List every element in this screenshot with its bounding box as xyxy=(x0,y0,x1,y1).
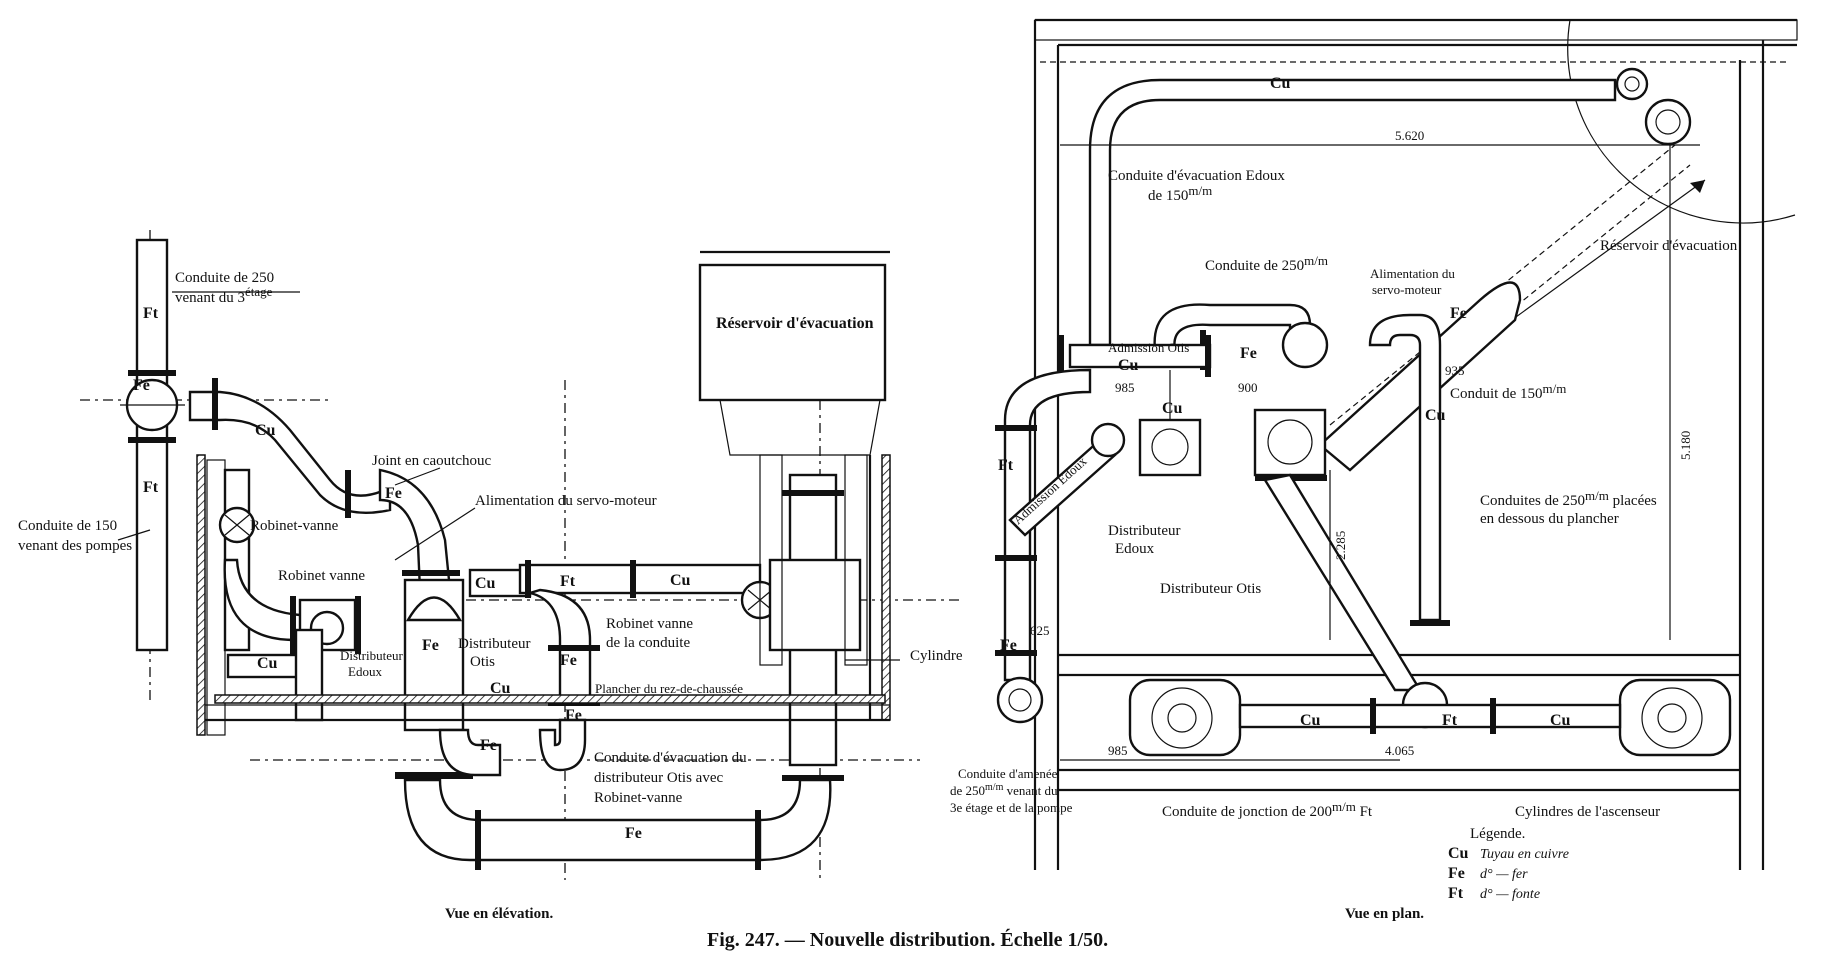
plan-material-cu-3: Cu xyxy=(1162,400,1183,417)
plan-legend: Légende. Cu Tuyau en cuivre Fe d° — fer … xyxy=(1448,826,1569,902)
material-cu-2: Cu xyxy=(475,575,496,592)
label-distributeur-otis-2: Otis xyxy=(470,654,495,670)
plan-label-evac-edoux-2: de 150m/m xyxy=(1148,183,1212,204)
plan-label-conduites-placees-1: Conduites de 250m/m placées xyxy=(1480,488,1657,509)
plan-label-alim-2: servo-moteur xyxy=(1372,282,1442,297)
label-evac-2: distributeur Otis avec xyxy=(594,770,723,786)
plan-material-ft-1: Ft xyxy=(998,457,1014,474)
material-cu-5: Cu xyxy=(490,680,511,697)
plan-view: Conduite d'évacuation Edoux de 150m/m Ré… xyxy=(950,18,1798,922)
legend-title: Légende. xyxy=(1470,826,1525,842)
label-evac-1: Conduite d'évacuation du xyxy=(594,750,747,766)
material-fe-7: Fe xyxy=(422,637,439,654)
plan-label-jonction: Conduite de jonction de 200m/m Ft xyxy=(1162,799,1373,820)
plan-label-evac-edoux-1: Conduite d'évacuation Edoux xyxy=(1108,168,1285,184)
label-robinet-conduite-2: de la conduite xyxy=(606,635,690,651)
plan-label-admission-otis: Admission Otis xyxy=(1108,340,1189,355)
label-alimentation: Alimentation du servo-moteur xyxy=(475,493,657,509)
figure-caption: Fig. 247. — Nouvelle distribution. Échel… xyxy=(707,928,1108,951)
reservoir-evacuation xyxy=(698,263,887,402)
plan-material-cu-6: Cu xyxy=(1550,712,1571,729)
label-robinet-vanne-2: Robinet vanne xyxy=(278,568,365,584)
plan-dim-625: 625 xyxy=(1030,623,1050,638)
legend-desc-cu: Tuyau en cuivre xyxy=(1480,847,1569,862)
label-reservoir: Réservoir d'évacuation xyxy=(716,315,874,332)
material-cu-4: Cu xyxy=(257,655,278,672)
legend-code-cu: Cu xyxy=(1448,845,1469,862)
plan-dim-2285: 2.285 xyxy=(1333,531,1348,560)
plan-label-reservoir: Réservoir d'évacuation xyxy=(1600,238,1738,254)
legend-desc-ft: d° — fonte xyxy=(1480,887,1540,902)
plan-distributeur-edoux xyxy=(1138,418,1202,477)
legend-code-fe: Fe xyxy=(1448,865,1465,882)
legend-desc-fe: d° — fer xyxy=(1480,867,1528,882)
material-ft-1: Ft xyxy=(143,305,159,322)
material-fe-1: Fe xyxy=(133,377,150,394)
plan-material-fe-3: Fe xyxy=(1000,637,1017,654)
plan-material-cu-5: Cu xyxy=(1300,712,1321,729)
plan-dim-4065: 4.065 xyxy=(1385,743,1414,758)
material-fe-5: Fe xyxy=(480,737,497,754)
label-robinet-vanne-1: Robinet-vanne xyxy=(250,518,339,534)
plan-dim-985b: 985 xyxy=(1108,743,1128,758)
plan-material-fe-1: Fe xyxy=(1450,305,1467,322)
legend-code-ft: Ft xyxy=(1448,885,1464,902)
plan-material-cu-4: Cu xyxy=(1425,407,1446,424)
plan-material-cu-2: Cu xyxy=(1118,357,1139,374)
plan-label-distributeur-edoux-1: Distributeur xyxy=(1108,523,1181,539)
material-ft-2: Ft xyxy=(143,479,159,496)
plan-label-alim-1: Alimentation du xyxy=(1370,266,1455,281)
material-fe-3: Fe xyxy=(560,652,577,669)
plan-label-distributeur-otis: Distributeur Otis xyxy=(1160,581,1261,597)
plan-dim-985: 985 xyxy=(1115,380,1135,395)
plan-dim-900: 900 xyxy=(1238,380,1258,395)
plan-label-cylindres: Cylindres de l'ascenseur xyxy=(1515,804,1660,820)
plan-view-title: Vue en plan. xyxy=(1345,906,1424,922)
plan-label-amenee-1: Conduite d'amenée xyxy=(958,766,1058,781)
plan-label-conduites-placees-2: en dessous du plancher xyxy=(1480,511,1619,527)
material-cu-3: Cu xyxy=(670,572,691,589)
elevation-view: Ft Fe Ft Cu Fe Cu Cu Ft Cu Fe Fe Cu Fe F… xyxy=(18,230,963,922)
material-fe-6: Fe xyxy=(625,825,642,842)
plan-label-conduite-250: Conduite de 250m/m xyxy=(1205,253,1328,274)
label-robinet-conduite-1: Robinet vanne xyxy=(606,616,693,632)
elevation-view-title: Vue en élévation. xyxy=(445,906,553,922)
plan-dim-5180: 5.180 xyxy=(1678,431,1693,460)
label-conduite-150: Conduite de 150 xyxy=(18,518,117,534)
material-ft-3: Ft xyxy=(560,573,576,590)
label-cylindre: Cylindre xyxy=(910,648,963,664)
material-fe-4: Fe xyxy=(565,707,582,724)
plan-label-conduit-150: Conduit de 150m/m xyxy=(1450,381,1566,402)
plan-label-distributeur-edoux-2: Edoux xyxy=(1115,541,1155,557)
material-cu-1: Cu xyxy=(255,422,276,439)
label-distributeur-otis-1: Distributeur xyxy=(458,636,531,652)
vertical-pipe-ft xyxy=(135,238,169,652)
plan-material-fe-2: Fe xyxy=(1240,345,1257,362)
plan-dim-5620: 5.620 xyxy=(1395,128,1424,143)
plan-material-cu-1: Cu xyxy=(1270,75,1291,92)
plan-cylindre-left xyxy=(1128,678,1242,757)
label-conduite-150-from: venant des pompes xyxy=(18,538,132,554)
label-distributeur-edoux-1: Distributeur xyxy=(340,648,403,663)
label-evac-3: Robinet-vanne xyxy=(594,790,683,806)
label-plancher: Plancher du rez-de-chaussée xyxy=(595,681,743,696)
label-conduite-250-from: venant du 3étage xyxy=(175,284,273,306)
plan-material-ft-2: Ft xyxy=(1442,712,1458,729)
plan-dim-935: 935 xyxy=(1445,363,1465,378)
label-distributeur-edoux-2: Edoux xyxy=(348,664,382,679)
material-fe-2: Fe xyxy=(385,485,402,502)
plan-cylindre-right xyxy=(1618,678,1732,757)
label-joint: Joint en caoutchouc xyxy=(372,453,491,469)
label-conduite-250: Conduite de 250 xyxy=(175,270,274,286)
plan-label-amenee-2: de 250m/m venant du xyxy=(950,782,1058,798)
plan-label-amenee-3: 3e étage et de la pompe xyxy=(950,800,1073,815)
